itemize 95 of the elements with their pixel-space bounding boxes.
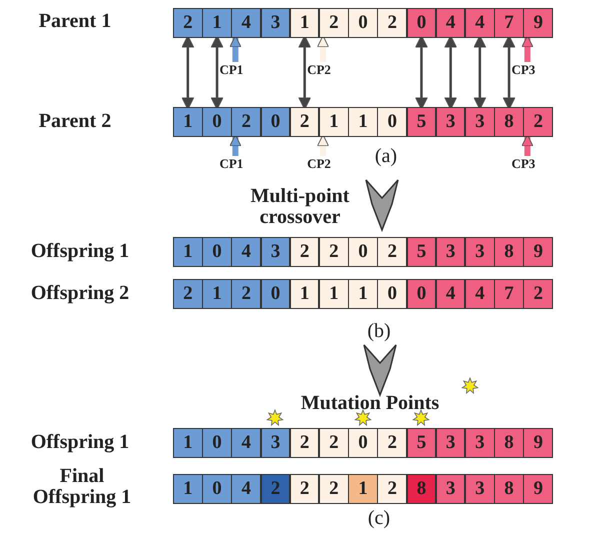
gene-cell: 4	[231, 8, 262, 38]
gene-cell: 4	[231, 237, 262, 267]
gene-cell: 2	[290, 237, 320, 267]
gene-cell: 1	[348, 474, 378, 504]
gene-cell: 1	[202, 279, 232, 309]
gene-cell: 8	[494, 474, 524, 504]
gene-cell: 1	[290, 279, 320, 309]
crossover-point-label: CP3	[505, 62, 542, 77]
crossover-point-label: CP2	[301, 156, 337, 171]
gene-cell: 5	[406, 107, 436, 137]
row-label: Offspring 1	[30, 432, 130, 453]
gene-cell: 2	[290, 474, 320, 504]
gene-cell: 3	[260, 237, 290, 267]
gene-cell: 2	[290, 428, 320, 458]
gene-cell: 2	[319, 237, 349, 267]
gene-cell: 1	[348, 279, 378, 309]
gene-cell: 0	[260, 107, 290, 137]
gene-cell: 2	[319, 428, 349, 458]
gene-cell: 7	[494, 279, 524, 309]
gene-cell: 0	[348, 8, 378, 38]
gene-cell: 0	[406, 279, 436, 309]
gene-cell: 3	[465, 107, 495, 137]
row-label: Parent 2	[38, 111, 112, 132]
gene-cell: 3	[260, 8, 290, 38]
crossover-point-label: CP1	[213, 62, 250, 77]
gene-cell: 8	[494, 428, 524, 458]
gene-cell: 3	[465, 474, 495, 504]
gene-cell: 2	[173, 279, 203, 309]
gene-cell: 0	[377, 279, 408, 309]
gene-cell: 4	[465, 279, 495, 309]
crossover-point-label: CP1	[213, 156, 250, 171]
gene-cell: 2	[377, 474, 408, 504]
gene-cell: 1	[173, 428, 203, 458]
crossover-point-label: CP3	[505, 156, 542, 171]
gene-cell: 3	[436, 107, 466, 137]
gene-cell: 2	[290, 107, 320, 137]
gene-cell: 0	[377, 107, 408, 137]
row-label: Offspring 1	[30, 241, 130, 262]
gene-cell: 2	[260, 474, 290, 504]
gene-cell: 4	[436, 8, 466, 38]
gene-cell: 2	[319, 474, 349, 504]
gene-cell: 9	[523, 474, 554, 504]
gene-cell: 5	[406, 428, 436, 458]
gene-cell: 4	[231, 428, 262, 458]
gene-cell: 0	[202, 428, 232, 458]
row-label: Offspring 2	[30, 283, 130, 304]
gene-cell: 8	[406, 474, 436, 504]
gene-cell: 4	[465, 8, 495, 38]
gene-cell: 2	[173, 8, 203, 38]
gene-cell: 0	[406, 8, 436, 38]
operation-label: Multi-point crossover	[250, 186, 350, 228]
gene-cell: 2	[377, 428, 408, 458]
annotation-label: Mutation Points	[300, 393, 440, 414]
gene-cell: 9	[523, 237, 554, 267]
gene-cell: 0	[202, 474, 232, 504]
gene-cell: 1	[290, 8, 320, 38]
gene-cell: 3	[436, 428, 466, 458]
gene-cell: 9	[523, 8, 554, 38]
gene-cell: 1	[173, 237, 203, 267]
gene-cell: 0	[348, 237, 378, 267]
gene-cell: 1	[202, 8, 232, 38]
gene-cell: 8	[494, 237, 524, 267]
gene-cell: 2	[319, 8, 349, 38]
panel-label: (a)	[374, 146, 398, 167]
gene-cell: 0	[260, 279, 290, 309]
gene-cell: 0	[202, 237, 232, 267]
gene-cell: 1	[173, 107, 203, 137]
gene-cell: 5	[406, 237, 436, 267]
gene-cell: 0	[202, 107, 232, 137]
row-label: Parent 1	[38, 11, 112, 32]
crossover-point-label: CP2	[301, 62, 337, 77]
gene-cell: 9	[523, 428, 554, 458]
gene-cell: 1	[173, 474, 203, 504]
gene-cell: 7	[494, 8, 524, 38]
gene-cell: 1	[319, 107, 349, 137]
row-label: Final Offspring 1	[32, 466, 132, 508]
gene-cell: 3	[436, 237, 466, 267]
gene-cell: 4	[231, 474, 262, 504]
gene-cell: 1	[348, 107, 378, 137]
gene-cell: 3	[465, 237, 495, 267]
gene-cell: 2	[231, 107, 262, 137]
panel-label: (c)	[366, 508, 392, 529]
gene-cell: 2	[231, 279, 262, 309]
gene-cell: 1	[319, 279, 349, 309]
gene-cell: 2	[377, 237, 408, 267]
gene-cell: 2	[523, 279, 554, 309]
gene-cell: 2	[523, 107, 554, 137]
gene-cell: 3	[436, 474, 466, 504]
gene-cell: 4	[436, 279, 466, 309]
gene-cell: 3	[260, 428, 290, 458]
gene-cell: 8	[494, 107, 524, 137]
panel-label: (b)	[366, 321, 392, 342]
gene-cell: 0	[348, 428, 378, 458]
gene-cell: 2	[377, 8, 408, 38]
gene-cell: 3	[465, 428, 495, 458]
